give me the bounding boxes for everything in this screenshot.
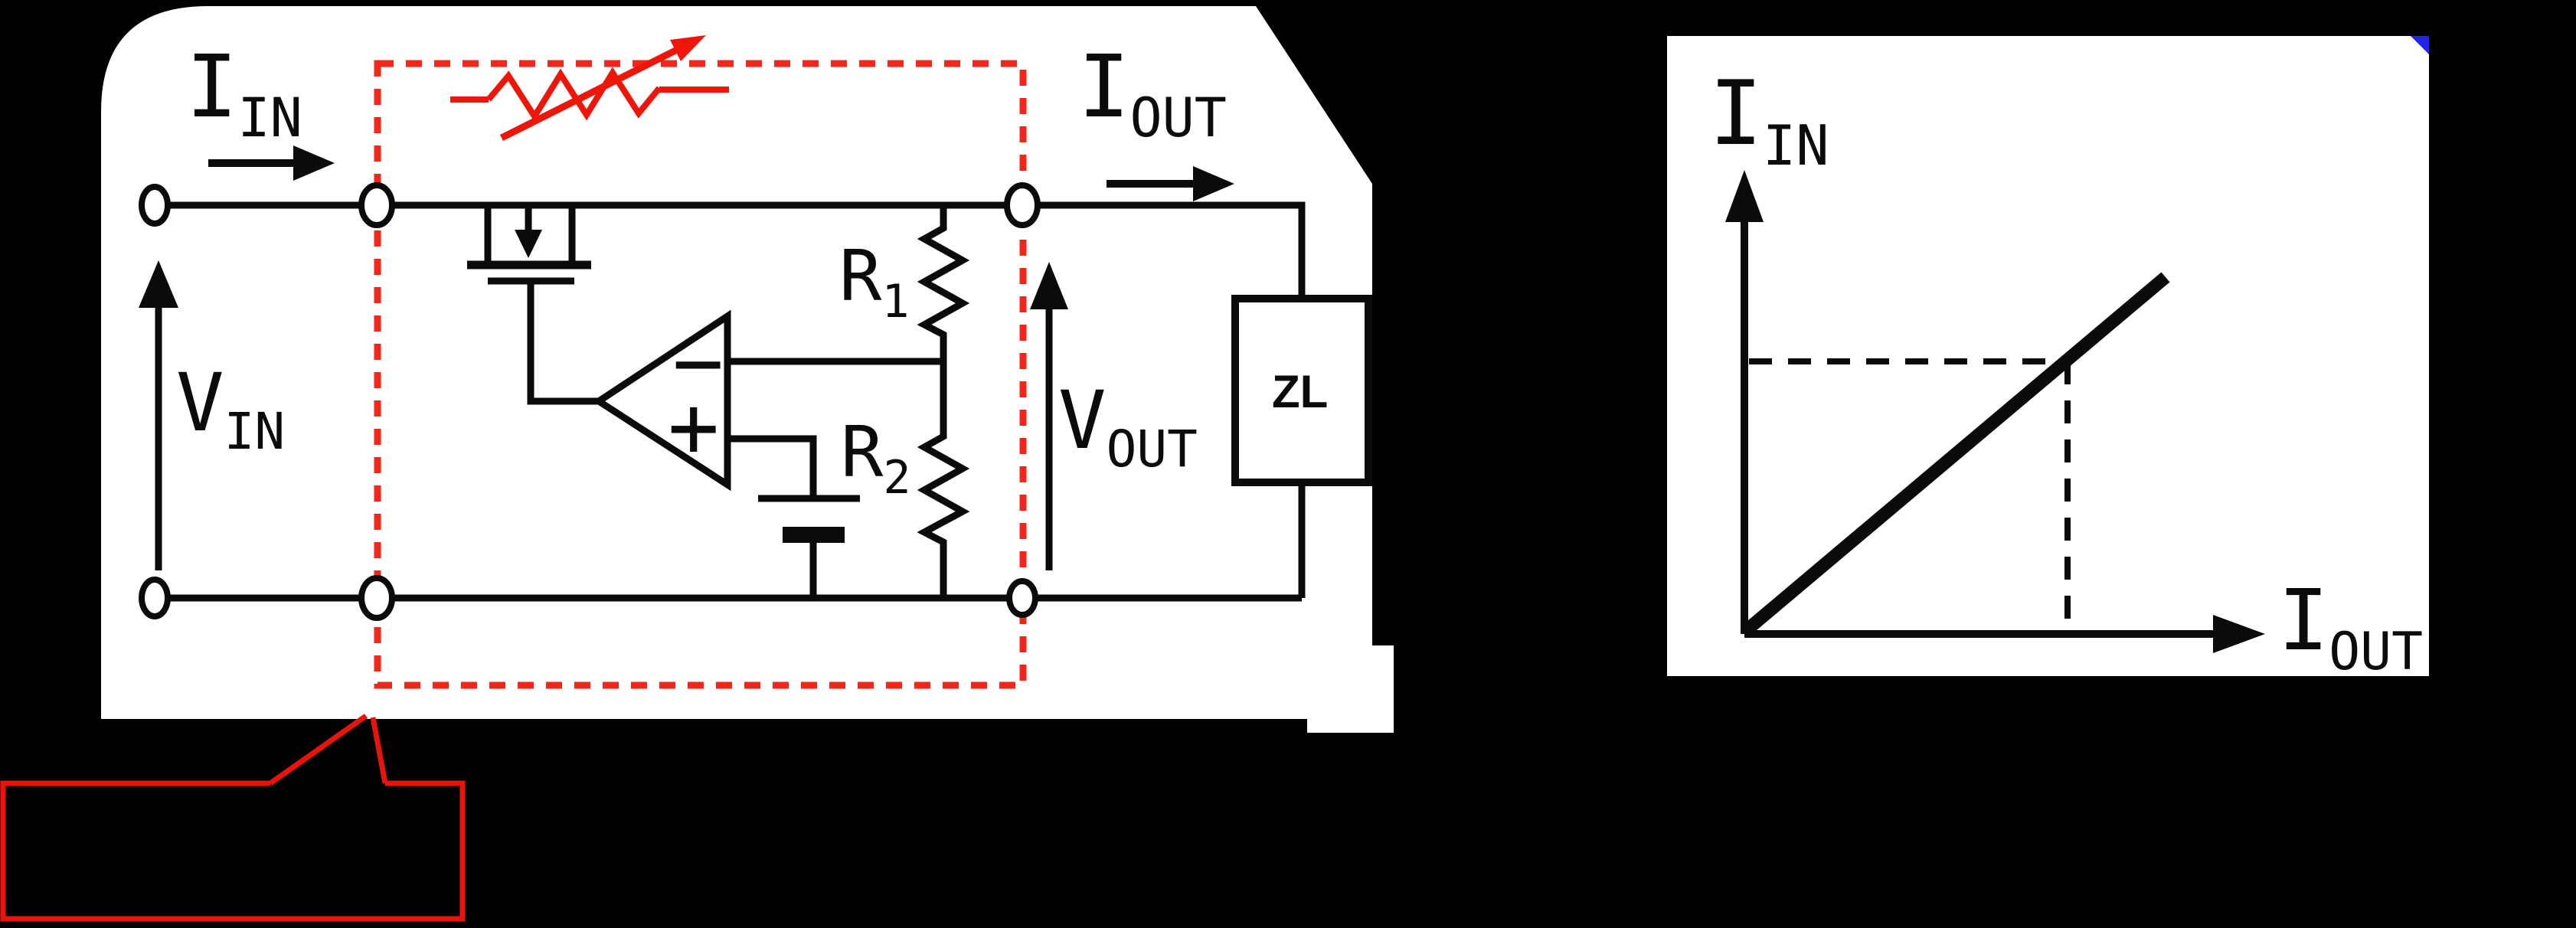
iout-label: IOUT bbox=[1078, 38, 1227, 149]
vout-label: VOUT bbox=[1058, 374, 1198, 479]
iout-arrow-icon bbox=[1107, 166, 1234, 201]
zl-load-box: ZL bbox=[1231, 295, 1372, 486]
graph-yaxis-label: IIN bbox=[1709, 62, 1829, 178]
zl-label: ZL bbox=[1272, 366, 1328, 417]
callout-box bbox=[0, 714, 466, 922]
corner-handle-icon bbox=[2411, 36, 2429, 54]
y-axis-arrowhead bbox=[1725, 170, 1764, 222]
graph-xaxis-label: IOUT bbox=[2278, 571, 2423, 682]
resistor-r1-r2-icon bbox=[917, 205, 970, 598]
iin-arrow-icon bbox=[208, 145, 335, 181]
opamp-icon: − + bbox=[592, 309, 731, 492]
graph-axes bbox=[1741, 218, 2221, 638]
mosfet-arrow bbox=[515, 230, 542, 258]
mosfet-icon bbox=[467, 230, 591, 285]
graph-dashed-guides bbox=[1749, 358, 2071, 628]
graph-panel: IIN IOUT bbox=[1667, 36, 2429, 682]
opamp-minus: − bbox=[672, 313, 724, 413]
graph-data-line bbox=[1743, 272, 2170, 635]
vin-arrow-icon bbox=[139, 260, 178, 570]
iin-label: IIN bbox=[186, 38, 302, 149]
x-axis-arrowhead bbox=[2213, 615, 2265, 653]
graph-panel-background bbox=[1667, 36, 2429, 676]
variable-resistor-icon bbox=[450, 35, 729, 142]
circuit-panel-tab bbox=[1307, 645, 1394, 733]
battery-reference-icon bbox=[758, 495, 860, 543]
circuit-wires bbox=[155, 201, 1306, 602]
terminal-circles bbox=[139, 182, 1041, 621]
vout-arrow-icon bbox=[1030, 262, 1068, 570]
opamp-plus: + bbox=[668, 377, 719, 477]
r2-label: R2 bbox=[841, 411, 911, 505]
r1-label: R1 bbox=[839, 235, 910, 328]
vin-label: VIN bbox=[176, 356, 285, 461]
regulator-boundary-dashed-box bbox=[374, 60, 1027, 689]
variable-resistor-arrowhead bbox=[670, 35, 706, 61]
circuit-panel: − + ZL bbox=[101, 6, 1394, 733]
